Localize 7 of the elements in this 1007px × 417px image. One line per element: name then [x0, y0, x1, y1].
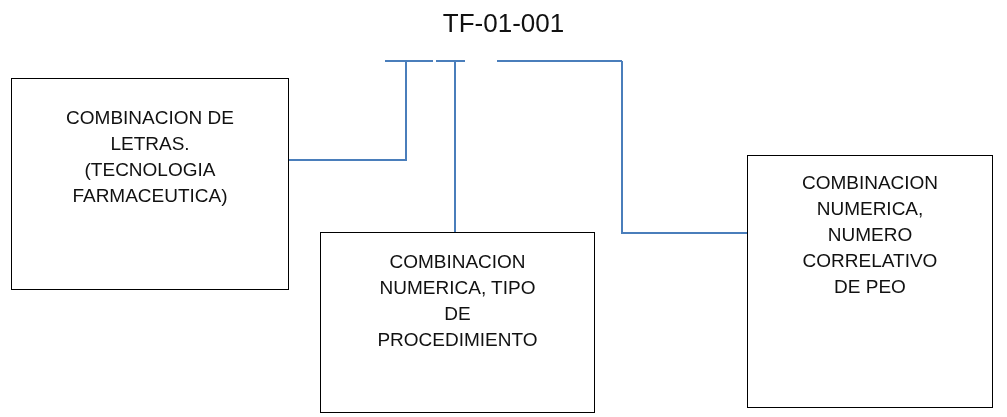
leader-line [288, 60, 407, 161]
leader-line [454, 60, 456, 233]
leader-line [621, 60, 748, 234]
code-label: TF-01-001 [442, 8, 565, 39]
text-box: COMBINACION DE LETRAS. (TECNOLOGIA FARMACEUTICA) [11, 78, 289, 290]
text-box: COMBINACION NUMERICA, TIPO DE PROCEDIMIENTO [320, 232, 595, 413]
text-box: COMBINACION NUMERICA, NUMERO CORRELATIVO DE PEO [747, 155, 993, 408]
